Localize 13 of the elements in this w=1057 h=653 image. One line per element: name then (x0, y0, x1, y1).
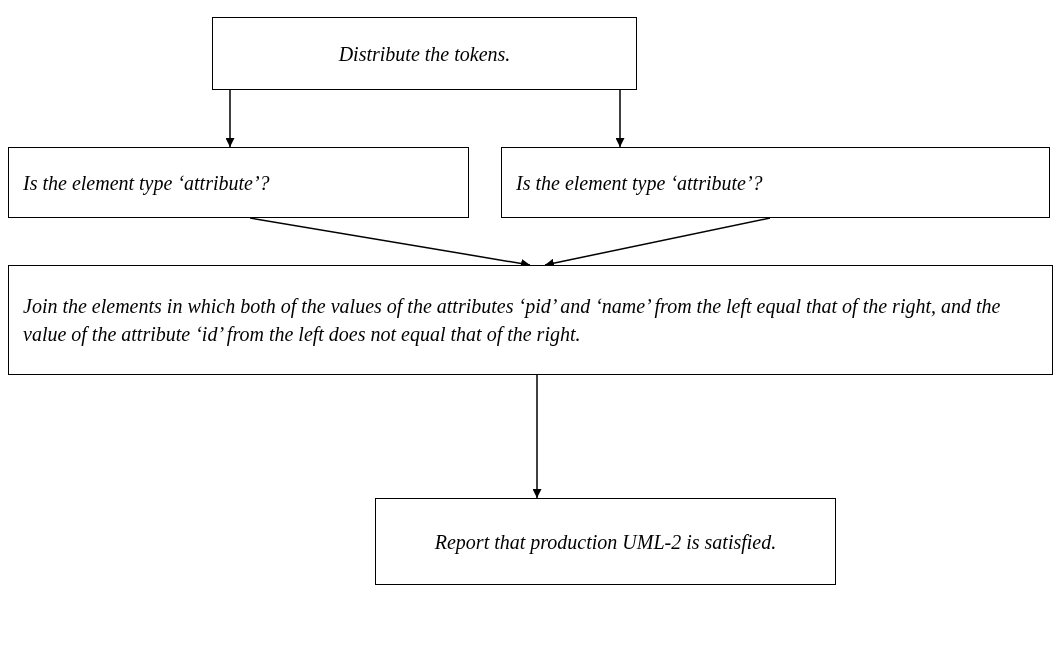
step-text: Distribute the tokens. (338, 41, 511, 67)
process-box (501, 147, 1050, 218)
arrow (532, 374, 542, 499)
step-text: Join the elements in which both of the values of the attributes ‘pid’ and ‘name’ from the left equal that of the right, and the value of the attribute ‘id’ from the left does not equal that of the right. (23, 294, 1002, 348)
process-box (8, 265, 1053, 375)
process-box (212, 17, 637, 90)
step-text: Report that production UML-2 is satisfied. (434, 529, 777, 556)
process-box (375, 498, 836, 585)
step-text: Is the element type ‘attribute’? (23, 170, 270, 197)
arrow (615, 89, 625, 148)
arrow (225, 89, 235, 148)
process-box (8, 147, 469, 218)
step-text: Is the element type ‘attribute’? (516, 170, 763, 197)
